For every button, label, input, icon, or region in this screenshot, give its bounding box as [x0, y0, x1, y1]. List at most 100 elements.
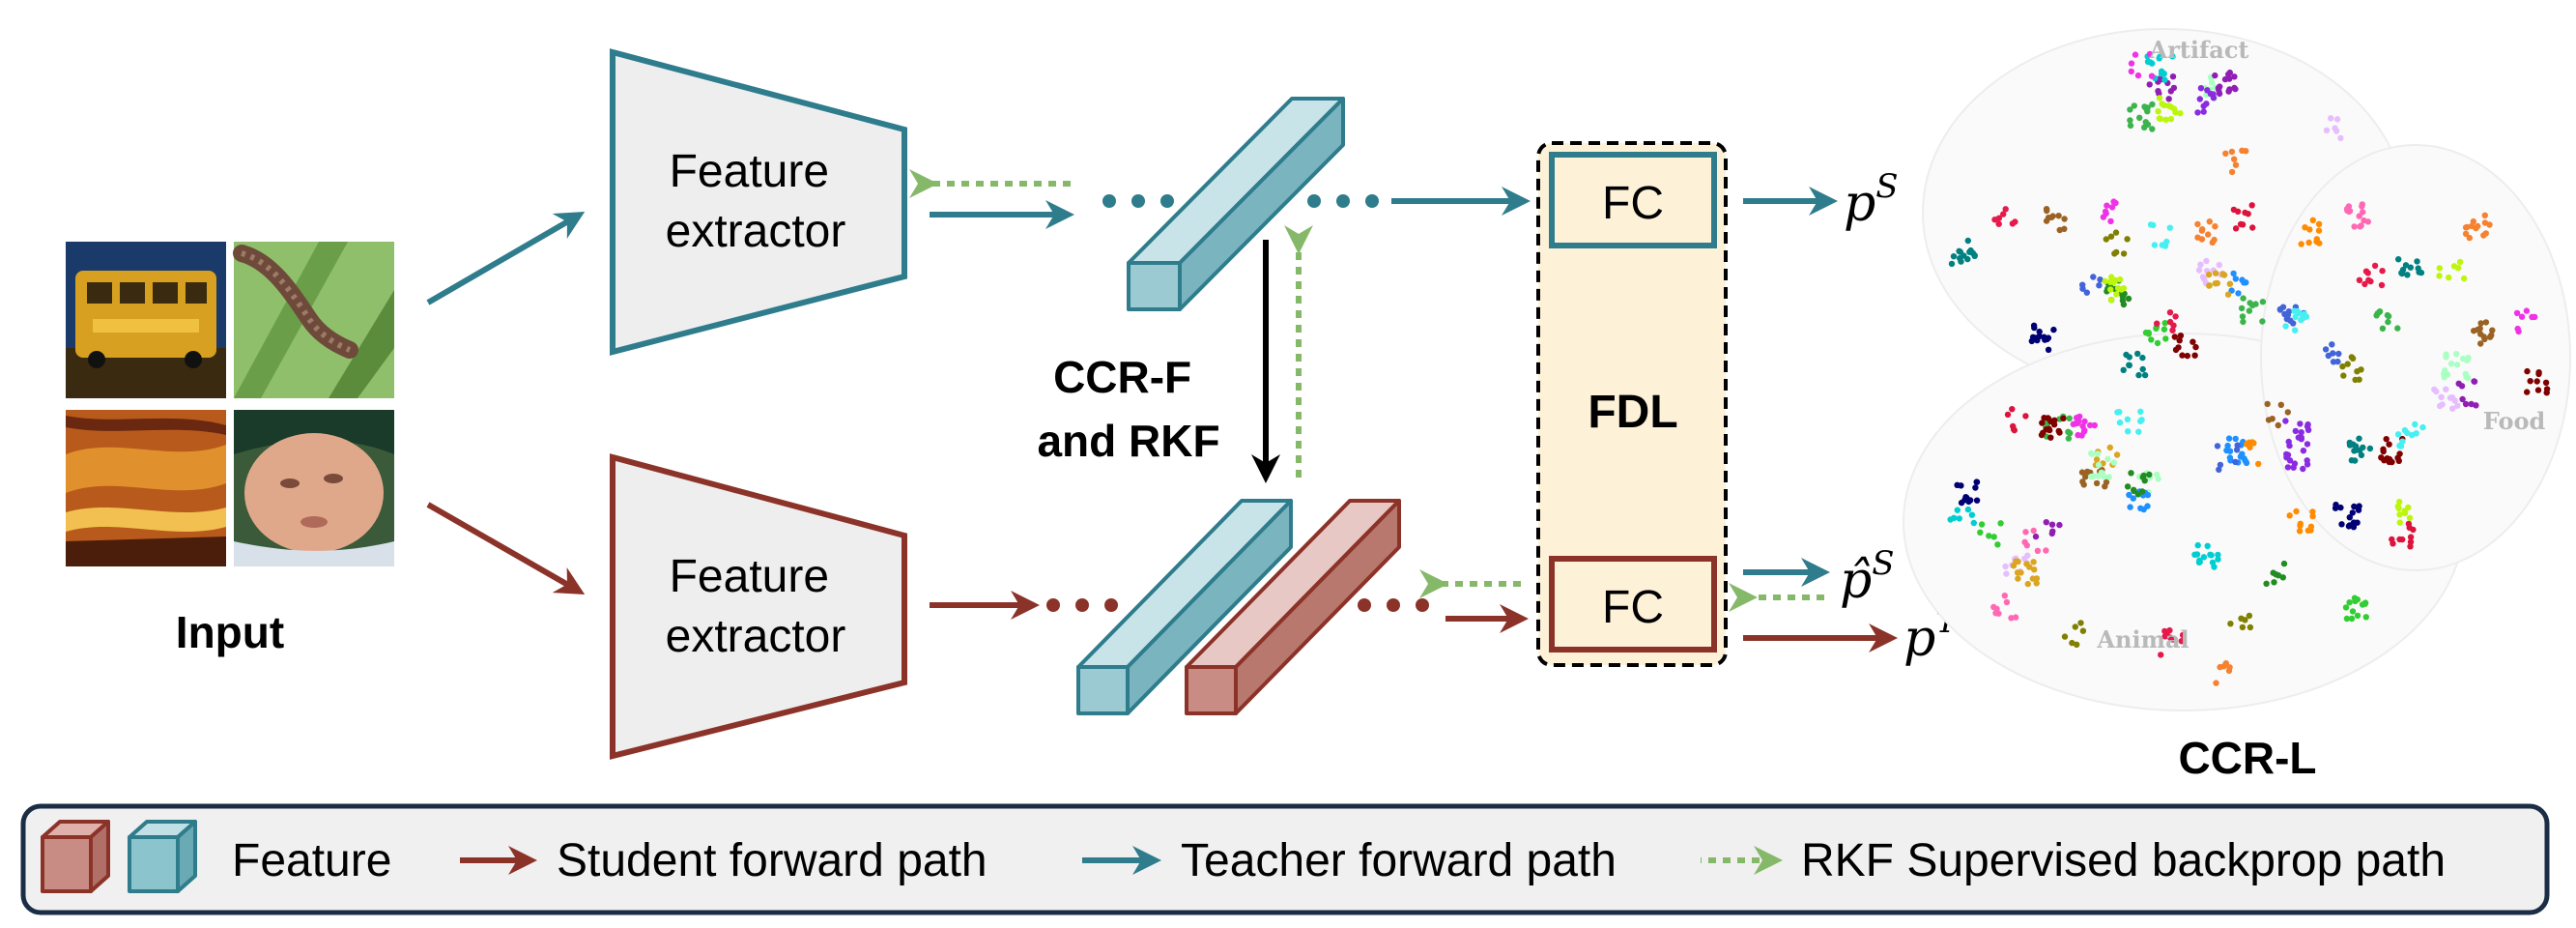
scatter-point [2043, 547, 2049, 554]
scatter-point [2239, 147, 2246, 154]
scatter-point [1950, 253, 1958, 260]
scatter-point [2348, 615, 2356, 623]
scatter-point [2374, 310, 2381, 317]
legend-teacher-feature-icon [128, 820, 197, 893]
scatter-point [2166, 318, 2174, 326]
legend-feature-label: Feature [232, 835, 391, 886]
scatter-point [2161, 633, 2168, 640]
scatter-point [2134, 350, 2141, 358]
scatter-point [2159, 101, 2165, 107]
scatter-point [2082, 474, 2089, 480]
scatter-point [2239, 313, 2247, 320]
scatter-point [2364, 270, 2371, 276]
scatter-point [2359, 203, 2365, 210]
scatter-point [2030, 559, 2037, 566]
scatter-point [2454, 265, 2462, 272]
scatter-point [2126, 362, 2132, 368]
scatter-point [2209, 559, 2217, 566]
scatter-point [2148, 72, 2156, 79]
scatter-point [2286, 512, 2293, 519]
scatter-point [1958, 482, 1964, 489]
scatter-point [2323, 127, 2331, 133]
scatter-point [2407, 543, 2414, 550]
scatter-point [2074, 415, 2080, 421]
scatter-point [2031, 324, 2038, 332]
scatter-point [2276, 306, 2284, 313]
scatter-point [2542, 379, 2550, 386]
scatter-point [2350, 519, 2358, 526]
scatter-point [2120, 301, 2128, 308]
scatter-point [1973, 497, 1981, 504]
scatter-point [2407, 264, 2414, 271]
input-image-baby [234, 410, 394, 566]
scatter-point [2137, 408, 2144, 415]
scatter-point [2354, 612, 2361, 620]
scatter-point [2454, 402, 2461, 409]
scatter-point [2527, 378, 2533, 385]
scatter-point [2246, 307, 2253, 314]
scatter-point [2386, 441, 2392, 448]
scatter-point [2023, 561, 2030, 567]
scatter-point [2436, 273, 2443, 279]
scatter-point [2135, 428, 2142, 435]
scatter-point [2535, 370, 2542, 378]
scatter-point [2215, 556, 2221, 563]
scatter-point [2351, 448, 2358, 454]
scatter-point [2128, 470, 2134, 477]
scatter-point [2110, 459, 2117, 466]
scatter-point [2127, 504, 2133, 510]
scatter-point [2118, 286, 2125, 293]
scatter-point [2379, 325, 2387, 332]
scatter-point [2047, 434, 2054, 441]
scatter-point [2142, 104, 2150, 112]
scatter-point [2131, 102, 2137, 109]
scatter-point [2277, 401, 2284, 408]
scatter-point [2167, 115, 2175, 123]
scatter-point [2132, 51, 2139, 58]
scatter-point [2401, 426, 2409, 434]
scatter-point [2239, 624, 2247, 631]
scatter-point [2416, 269, 2422, 276]
fdl-block [1536, 141, 1728, 667]
scatter-point [2231, 156, 2238, 162]
bottom-feature-extractor [610, 453, 907, 760]
scatter-point [2232, 458, 2239, 466]
scatter-point [2238, 304, 2246, 312]
scatter-point [2301, 314, 2307, 321]
scatter-point [2351, 503, 2358, 510]
scatter-point [2216, 466, 2222, 473]
scatter-point [2206, 218, 2213, 225]
scatter-point [2165, 96, 2172, 102]
scatter-point [1977, 529, 1984, 536]
scatter-point [2329, 341, 2335, 348]
student-dots-left [1046, 598, 1118, 612]
scatter-point [2172, 313, 2179, 320]
scatter-point [2061, 225, 2068, 232]
scatter-point [2233, 447, 2241, 453]
scatter-point [2270, 569, 2276, 576]
scatter-point [2208, 79, 2216, 86]
scatter-point [2124, 236, 2131, 243]
scatter-point [2146, 50, 2154, 58]
scatter-point [2449, 405, 2456, 412]
scatter-point [2192, 343, 2199, 351]
scatter-point [2146, 471, 2153, 478]
scatter-point [2043, 519, 2049, 526]
teacher-feature-bottom [1076, 499, 1293, 715]
scatter-point [2090, 473, 2098, 479]
fc-top-label: FC [1602, 178, 1664, 229]
input-label: Input [176, 607, 284, 657]
scatter-point [2146, 81, 2153, 88]
scatter-point [2357, 223, 2363, 230]
scatter-points [1947, 50, 2551, 686]
scatter-point [2039, 420, 2046, 426]
scatter-point [2084, 468, 2091, 476]
scatter-point [2029, 575, 2037, 582]
scatter-point [2297, 520, 2304, 527]
scatter-point [2234, 208, 2242, 215]
legend-student-feature-icon [41, 820, 110, 893]
scatter-point [2171, 334, 2178, 340]
scatter-point [2255, 460, 2262, 468]
scatter-point [2176, 337, 2183, 344]
scatter-point [2142, 329, 2150, 336]
